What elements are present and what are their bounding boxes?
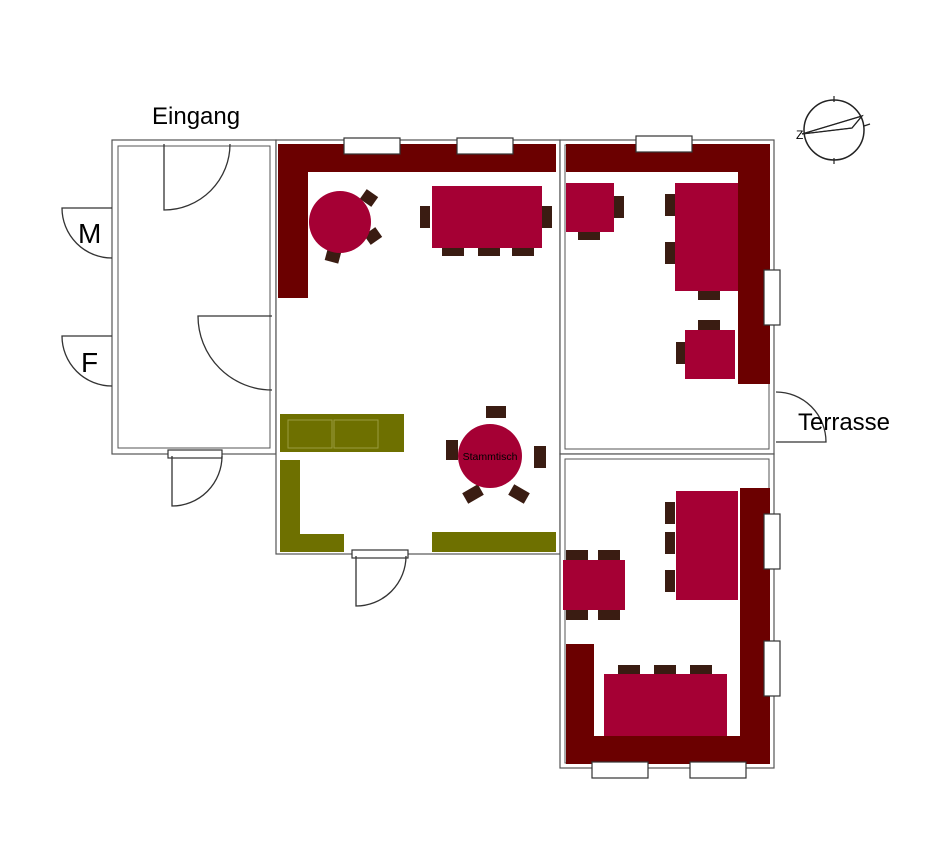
chair bbox=[618, 665, 712, 675]
main-room-furniture: Stammtisch bbox=[309, 186, 552, 504]
door-frame bbox=[351, 549, 409, 559]
chair bbox=[665, 502, 675, 592]
doors bbox=[61, 143, 827, 607]
chair bbox=[676, 320, 720, 364]
ne-room-bench bbox=[566, 144, 770, 384]
se-room-bench bbox=[566, 488, 770, 764]
window bbox=[591, 761, 649, 779]
svg-text:Z: Z bbox=[796, 128, 803, 142]
terrace-door bbox=[775, 391, 827, 443]
counter-side bbox=[280, 460, 300, 552]
sink bbox=[333, 419, 379, 449]
men-toilet-label: M bbox=[78, 218, 101, 249]
se-room-furniture bbox=[563, 491, 738, 736]
bar-counter bbox=[280, 414, 556, 552]
window bbox=[763, 513, 781, 570]
window bbox=[343, 137, 401, 155]
chair bbox=[665, 194, 720, 300]
window bbox=[763, 269, 781, 326]
hall-bottom-door bbox=[171, 455, 223, 507]
entrance-hall-inner bbox=[117, 145, 271, 449]
benches bbox=[278, 144, 770, 764]
sink bbox=[287, 419, 333, 449]
long-table bbox=[432, 186, 542, 248]
window bbox=[763, 640, 781, 697]
square-table bbox=[563, 560, 625, 610]
entrance-door bbox=[163, 143, 231, 211]
entrance-hall bbox=[111, 139, 277, 455]
toilet-door-women bbox=[61, 335, 113, 387]
main-bottom-door bbox=[355, 555, 407, 607]
terrace-label: Terrasse bbox=[798, 409, 890, 436]
round-table bbox=[309, 191, 371, 253]
north-arrow-icon: Z bbox=[796, 96, 871, 164]
toilet-door-men bbox=[61, 207, 113, 259]
small-table bbox=[566, 183, 614, 232]
counter-low bbox=[300, 534, 344, 552]
door-frame bbox=[167, 449, 223, 459]
regulars-table-label: Stammtisch bbox=[463, 451, 518, 463]
main-room-bench bbox=[278, 144, 556, 298]
long-table bbox=[604, 674, 727, 736]
entrance-label: Eingang bbox=[152, 103, 240, 130]
women-toilet-label: F bbox=[81, 347, 98, 378]
chair bbox=[578, 196, 624, 240]
ne-room-furniture bbox=[566, 183, 738, 379]
large-table bbox=[675, 183, 738, 291]
windows bbox=[343, 135, 781, 779]
chair bbox=[420, 206, 552, 256]
chair bbox=[566, 550, 620, 620]
chair bbox=[446, 406, 546, 504]
hall-door bbox=[197, 315, 273, 391]
window bbox=[689, 761, 747, 779]
window bbox=[456, 137, 514, 155]
regulars-table bbox=[458, 424, 522, 488]
counter-right bbox=[432, 532, 556, 552]
window bbox=[635, 135, 693, 153]
square-table bbox=[685, 330, 735, 379]
large-table bbox=[676, 491, 738, 600]
